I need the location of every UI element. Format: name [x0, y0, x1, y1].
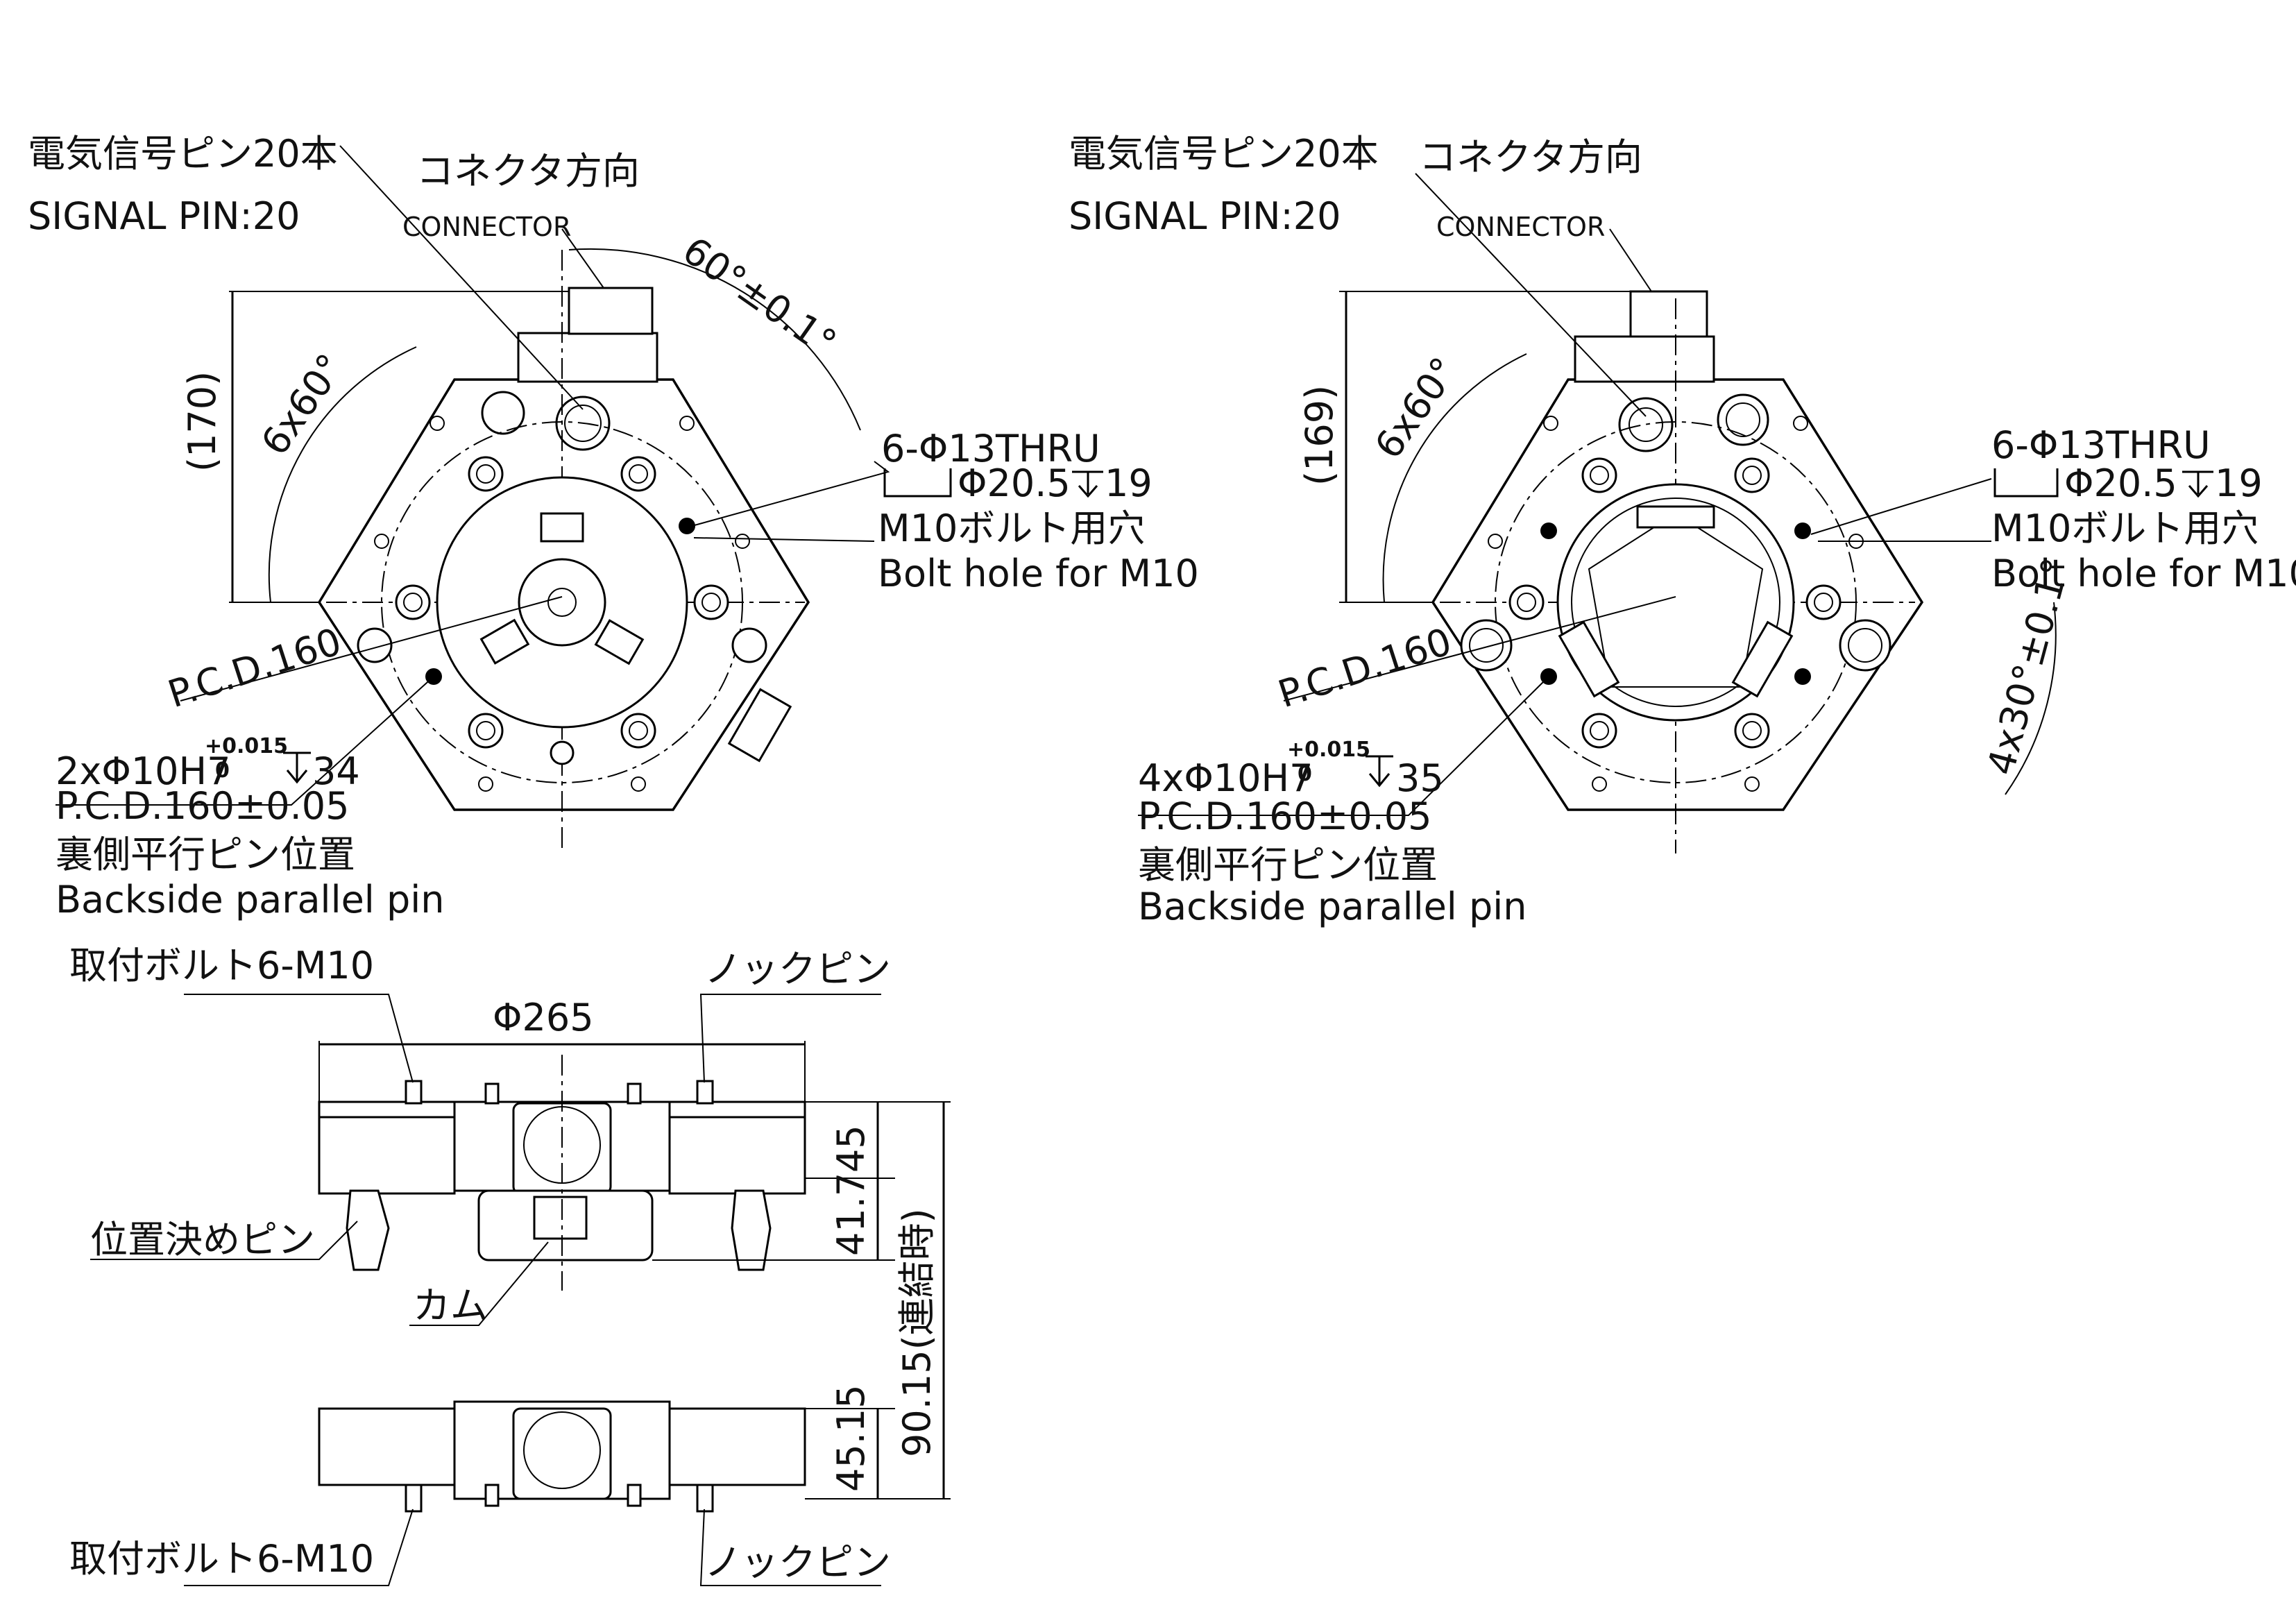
side-dimensions	[90, 994, 951, 1586]
left-bolt-jp: M10ボルト用穴	[878, 507, 1145, 550]
left-top-hole	[481, 391, 525, 435]
right-counterbore: Φ20.5	[2064, 461, 2177, 505]
left-pin-pcd: P.C.D.160±0.05	[56, 784, 349, 828]
right-triangular-cavity	[1588, 512, 1764, 688]
left-pin-spec: 2xΦ10H7	[56, 749, 231, 793]
left-angle-top: 60°±0.1°	[675, 228, 844, 365]
side-dim-total: 90.15(連結時)	[895, 1208, 939, 1457]
left-tol-lower: 0	[215, 758, 230, 783]
side-dim-45: 45	[829, 1125, 873, 1173]
right-contact-block	[1636, 505, 1715, 529]
right-pin-depth: 35	[1396, 756, 1444, 800]
right-bolt-jp: M10ボルト用穴	[1991, 507, 2259, 550]
side-view-lower	[318, 1400, 806, 1513]
right-receiver-ring	[1556, 483, 1795, 722]
left-backside-jp: 裏側平行ピン位置	[56, 833, 355, 876]
right-connector-plug	[1629, 290, 1708, 338]
right-parallel-pin	[1540, 522, 1557, 539]
locating-pin-left	[346, 1189, 390, 1271]
right-signal-pin-jp: 電気信号ピン20本	[1069, 132, 1379, 176]
right-pin-pcd: P.C.D.160±0.05	[1138, 794, 1431, 838]
right-thru-hole: 6-Φ13THRU	[1991, 423, 2211, 467]
left-pin-depth: 34	[312, 749, 360, 793]
right-tol-upper: +0.015	[1287, 738, 1370, 762]
cam	[533, 1196, 588, 1240]
left-connector-plug	[568, 287, 654, 335]
right-height-dim: (169)	[1298, 385, 1341, 486]
left-front-view	[317, 250, 810, 853]
left-angle-side: 6x60°	[253, 346, 353, 464]
side-bolt-label-top: 取付ボルト6-M10	[69, 944, 374, 987]
lower-connector	[512, 1407, 612, 1500]
right-pin-spec: 4xΦ10H7	[1138, 756, 1313, 800]
right-backside-en: Backside parallel pin	[1138, 885, 1527, 928]
right-top-hole	[1717, 393, 1769, 446]
left-signal-pin-en: SIGNAL PIN:20	[28, 194, 300, 238]
right-bolt-en: Bolt hole for M10	[1991, 552, 2296, 595]
right-signal-pin-en: SIGNAL PIN:20	[1069, 194, 1341, 238]
locating-pin-right	[731, 1189, 772, 1271]
side-knock-pin-top: ノックピン	[704, 947, 891, 991]
right-tol-lower: 0	[1298, 762, 1312, 786]
side-dim-4515: 45.15	[829, 1384, 873, 1492]
side-diameter: Φ265	[493, 996, 594, 1039]
left-cam-hub	[518, 558, 606, 647]
right-backside-jp: 裏側平行ピン位置	[1138, 843, 1438, 887]
left-connector-en: CONNECTOR	[402, 212, 571, 242]
left-pcd: P.C.D.160	[163, 620, 347, 717]
left-tol-upper: +0.015	[205, 734, 288, 758]
side-view-upper	[318, 1055, 806, 1291]
right-counterbore-depth: 19	[2215, 461, 2263, 505]
side-bolt-label-bottom: 取付ボルト6-M10	[69, 1537, 374, 1581]
left-dimensions	[56, 145, 890, 806]
right-parallel-pin	[1794, 668, 1811, 685]
side-dim-417: 41.7	[829, 1173, 873, 1256]
right-connector-jp: コネクタ方向	[1419, 135, 1642, 179]
left-bolt-holes	[395, 456, 729, 749]
left-height-dim: (170)	[180, 371, 224, 472]
left-parallel-pin	[679, 518, 695, 534]
left-bolt-en: Bolt hole for M10	[878, 552, 1199, 595]
left-thru-hole: 6-Φ13THRU	[881, 427, 1100, 470]
left-connector-jp: コネクタ方向	[416, 149, 640, 193]
side-locating-pin: 位置決めピン	[90, 1218, 315, 1261]
right-pcd: P.C.D.160	[1273, 620, 1457, 717]
right-signal-pin-connector	[1618, 397, 1674, 452]
right-parallel-pin	[1794, 522, 1811, 539]
left-connector-housing	[517, 332, 658, 383]
left-backside-en: Backside parallel pin	[56, 878, 444, 921]
right-connector-housing	[1574, 335, 1715, 383]
side-knock-pin-bottom: ノックピン	[704, 1540, 891, 1584]
left-counterbore-depth: 19	[1105, 461, 1153, 505]
side-cam: カム	[413, 1284, 488, 1327]
right-dimensions	[1138, 173, 2057, 816]
left-counterbore: Φ20.5	[958, 461, 1071, 505]
right-connector-en: CONNECTOR	[1436, 212, 1605, 242]
left-signal-pin-jp: 電気信号ピン20本	[28, 132, 338, 176]
right-bolt-holes	[1508, 457, 1842, 749]
right-front-view	[1431, 290, 1924, 853]
